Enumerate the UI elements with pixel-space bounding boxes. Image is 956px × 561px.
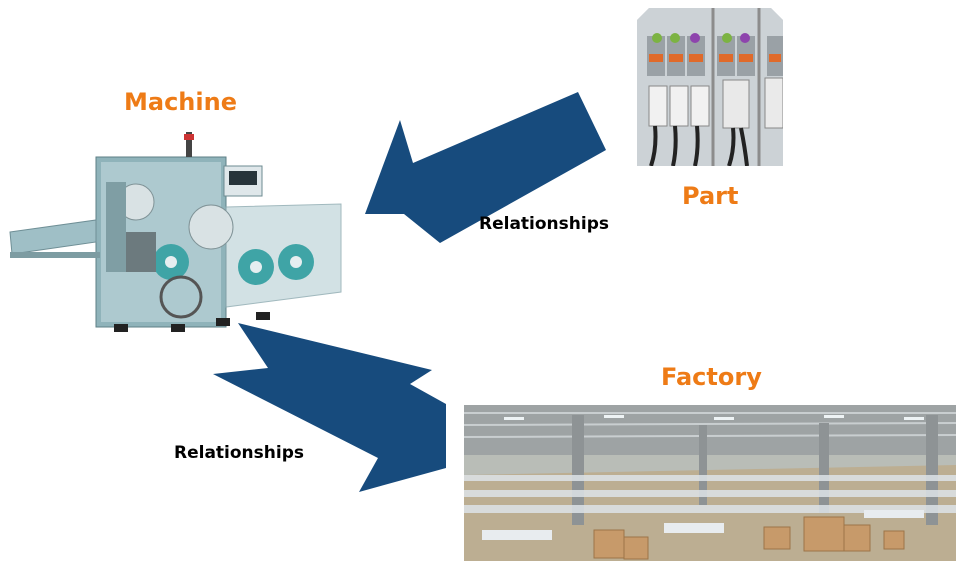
relationship-arrow-part-to-machine: [365, 92, 606, 243]
machine-label: Machine: [124, 88, 237, 116]
factory-label: Factory: [661, 363, 762, 391]
relationship-arrow-machine-to-factory: [213, 323, 446, 492]
factory-image: [464, 405, 956, 561]
relationship-label-machine-factory: Relationships: [174, 443, 304, 463]
part-label: Part: [682, 182, 739, 210]
relationship-label-part-machine: Relationships: [479, 214, 609, 234]
part-image: [637, 8, 783, 166]
machine-image: [9, 132, 342, 332]
